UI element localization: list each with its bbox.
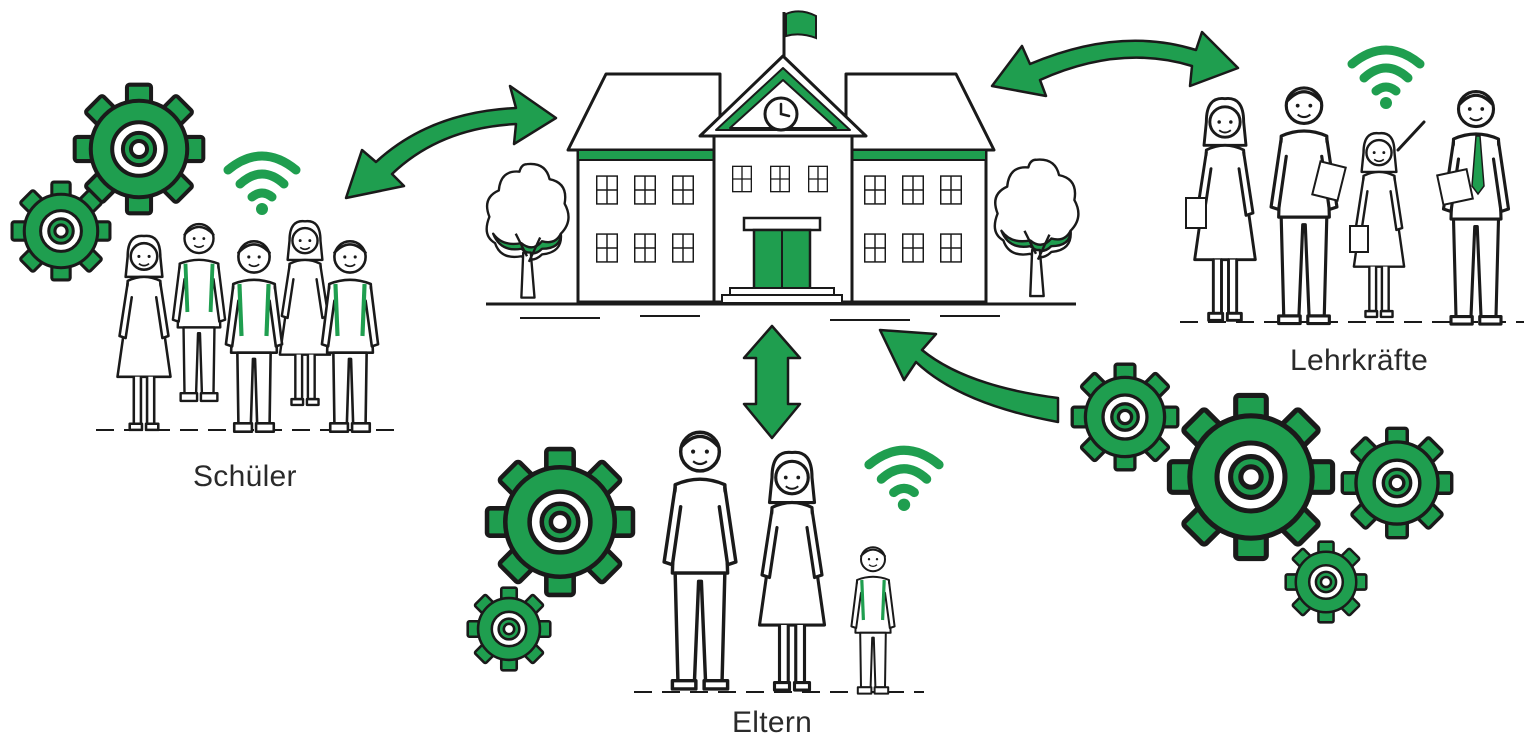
flag-icon (782, 10, 817, 56)
school-building-icon (485, 10, 1080, 321)
tree-icon (993, 158, 1080, 298)
students-label: Schüler (193, 460, 297, 493)
teachers-group (1180, 86, 1524, 326)
clock-icon (763, 96, 799, 132)
tree-icon (485, 162, 570, 299)
parents-label: Eltern (732, 706, 813, 739)
parents-group (634, 432, 924, 693)
bidirectional-arrow-icon (344, 30, 1240, 440)
students-group (96, 219, 400, 432)
teachers-label: Lehrkräfte (1290, 344, 1429, 377)
